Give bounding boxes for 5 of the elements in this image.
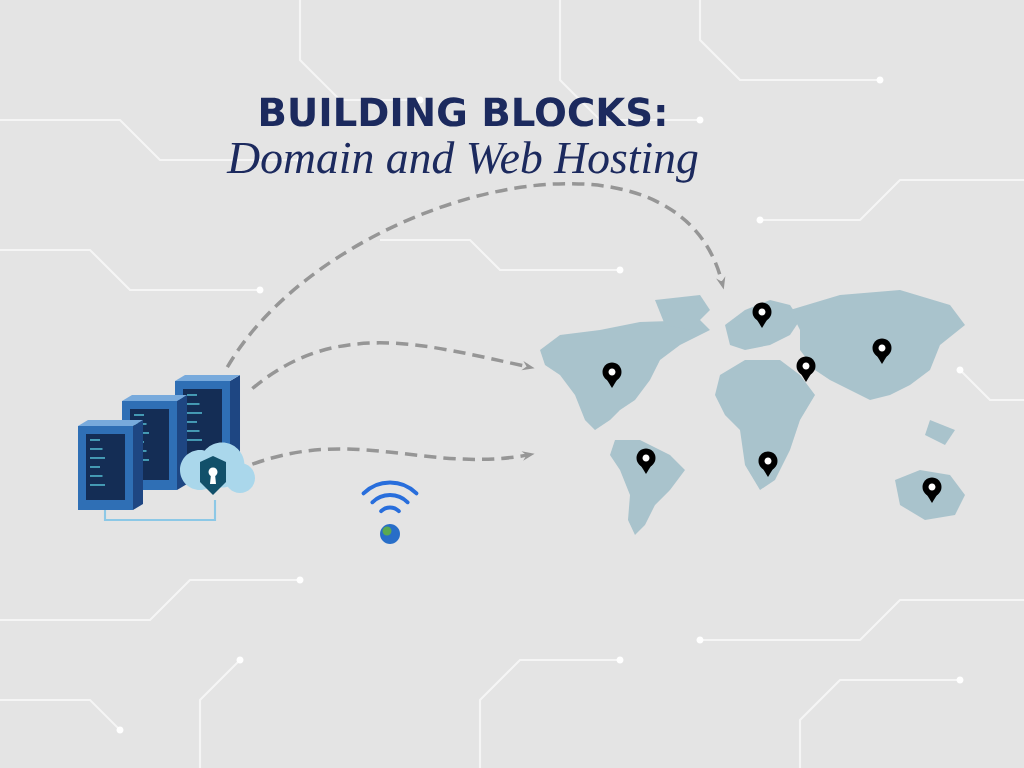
server-rack-drawing xyxy=(78,375,255,522)
dashed-arrow xyxy=(225,182,726,369)
subtitle: Domain and Web Hosting xyxy=(226,141,698,183)
title: BUILDING BLOCKS: xyxy=(261,97,665,127)
world-map-drawing xyxy=(540,290,965,535)
